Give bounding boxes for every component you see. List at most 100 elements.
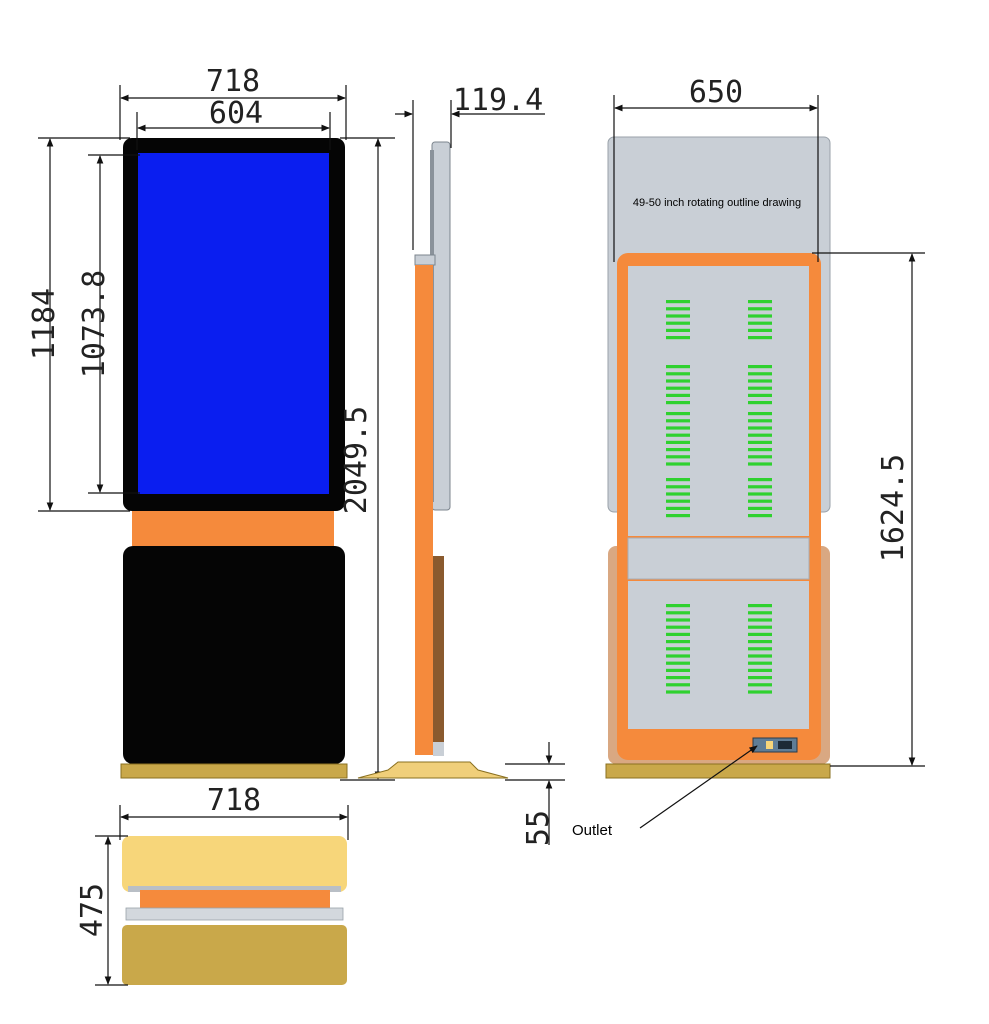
vent-slot — [666, 401, 690, 405]
outlet-callout: Outlet — [572, 745, 758, 839]
vent-slot — [748, 632, 772, 636]
vent-slot — [666, 462, 690, 466]
vent-slot — [666, 365, 690, 369]
vent-slot — [748, 419, 772, 423]
vent-slot — [666, 690, 690, 694]
dim-base-width: 718 — [119, 783, 349, 840]
dim-text-1184: 1184 — [27, 288, 62, 360]
vent-slot — [666, 448, 690, 452]
vent-slot — [666, 611, 690, 615]
vent-slot — [666, 379, 690, 383]
dim-text-718-top: 718 — [206, 64, 260, 99]
vent-slot — [748, 412, 772, 416]
vent-slot — [666, 336, 690, 340]
back-base-plate — [605, 763, 831, 779]
base-gold-front — [122, 925, 347, 985]
vent-slot — [748, 661, 772, 665]
vent-slot — [748, 440, 772, 444]
dim-back-panel-height: 1624.5 — [812, 252, 925, 767]
vent-slot — [666, 499, 690, 503]
side-lower-grey — [433, 742, 444, 756]
dim-screen-width: 604 — [136, 96, 331, 150]
vent-slot — [748, 668, 772, 672]
dim-text-55: 55 — [521, 810, 556, 846]
vent-slot — [748, 401, 772, 405]
vent-slot — [666, 640, 690, 644]
vent-slot — [666, 372, 690, 376]
vent-slot — [748, 690, 772, 694]
base-light-top — [122, 836, 347, 892]
side-screen-panel — [431, 141, 451, 511]
dim-screen-height: 1073.8 — [77, 154, 140, 494]
vent-slot — [748, 448, 772, 452]
dim-text-1624-5: 1624.5 — [876, 454, 911, 562]
front-view — [120, 138, 348, 779]
dim-back-width: 650 — [613, 75, 819, 262]
vent-slot — [666, 386, 690, 390]
vent-slot — [666, 668, 690, 672]
vent-slot — [666, 514, 690, 518]
vent-slot — [748, 478, 772, 482]
vent-slot — [666, 412, 690, 416]
dim-front-total-width: 718 — [119, 64, 347, 140]
vent-slot — [666, 455, 690, 459]
outlet-label: Outlet — [572, 822, 613, 839]
drawing-title: 49-50 inch rotating outline drawing — [633, 197, 801, 209]
dim-text-119-4: 119.4 — [453, 83, 543, 118]
vent-slot — [748, 379, 772, 383]
vent-slot — [666, 300, 690, 304]
vent-slot — [666, 604, 690, 608]
vent-slot — [666, 683, 690, 687]
dim-total-height: 2049.5 — [339, 137, 395, 781]
vent-slot — [666, 654, 690, 658]
dim-text-650: 650 — [689, 75, 743, 110]
dim-text-718-bottom: 718 — [207, 783, 261, 818]
vent-slot — [748, 514, 772, 518]
side-base-foot — [357, 761, 509, 779]
dim-text-2049-5: 2049.5 — [339, 406, 374, 514]
vent-slots — [666, 300, 772, 694]
vent-slot — [666, 440, 690, 444]
vent-slot — [666, 433, 690, 437]
vent-slot — [666, 419, 690, 423]
side-rear-cabinet — [433, 556, 444, 756]
vent-slot — [748, 307, 772, 311]
vent-slot — [748, 604, 772, 608]
dim-side-depth: 119.4 — [395, 83, 545, 250]
front-cabinet — [123, 546, 345, 764]
vent-slot — [748, 433, 772, 437]
vent-slot — [748, 676, 772, 680]
side-view — [357, 141, 509, 779]
front-neck — [132, 511, 334, 546]
dim-base-thickness: 55 — [505, 742, 565, 846]
dim-text-604: 604 — [209, 96, 263, 131]
base-top-view — [122, 836, 347, 985]
front-base-plate — [120, 763, 348, 779]
back-view — [605, 136, 831, 779]
vent-slot — [748, 647, 772, 651]
vent-slot — [748, 618, 772, 622]
vent-slot — [748, 485, 772, 489]
vent-slot — [748, 300, 772, 304]
vent-slot — [748, 492, 772, 496]
back-upper-vent-panel — [628, 266, 809, 536]
base-inner-orange — [140, 890, 330, 908]
vent-slot — [666, 478, 690, 482]
vent-slot — [666, 618, 690, 622]
vent-slot — [748, 336, 772, 340]
vent-slot — [748, 625, 772, 629]
vent-slot — [666, 506, 690, 510]
vent-slot — [666, 314, 690, 318]
vent-slot — [666, 307, 690, 311]
vent-slot — [666, 625, 690, 629]
dim-text-475: 475 — [75, 883, 110, 937]
back-lower-vent-panel — [628, 581, 809, 729]
dim-text-1073-8: 1073.8 — [77, 270, 112, 378]
vent-slot — [748, 321, 772, 325]
vent-slot — [666, 676, 690, 680]
vent-slot — [666, 426, 690, 430]
vent-slot — [666, 492, 690, 496]
outlet-socket — [778, 741, 792, 749]
vent-slot — [748, 386, 772, 390]
